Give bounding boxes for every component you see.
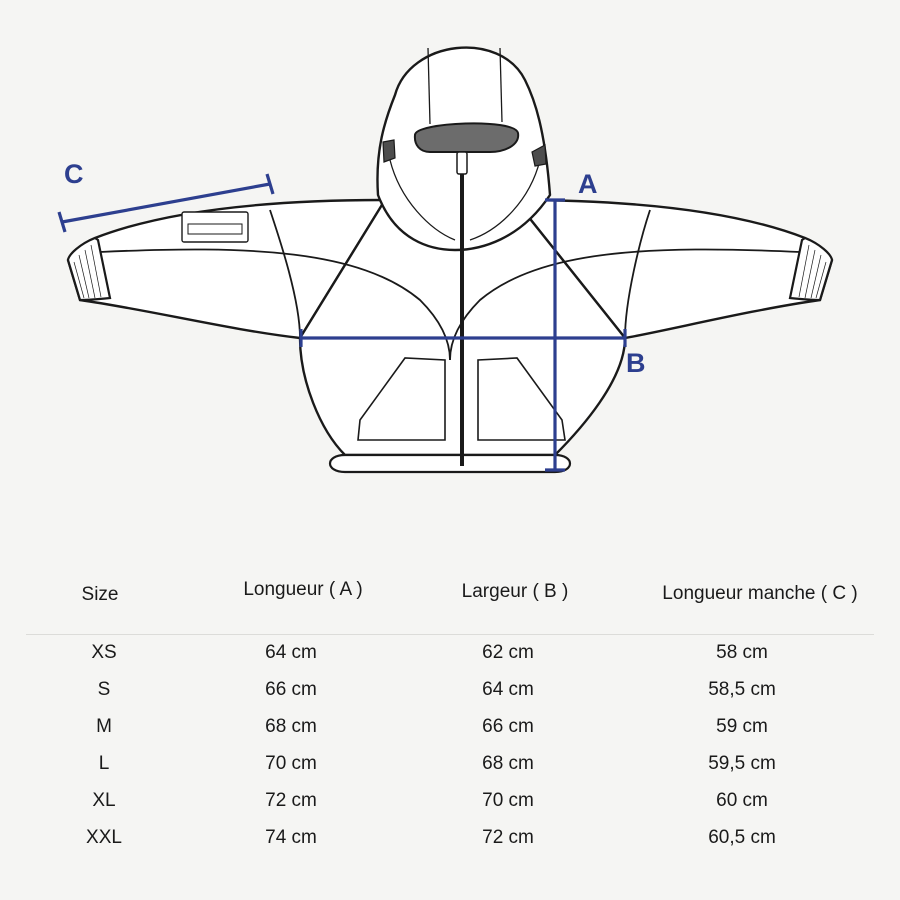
- cell-longueur: 68 cm: [265, 716, 317, 737]
- cell-manche: 59 cm: [716, 716, 768, 737]
- cell-manche: 58,5 cm: [708, 679, 776, 700]
- hem-rib: [328, 453, 572, 474]
- measure-label-a: A: [578, 169, 598, 199]
- jacket-diagram: A B C: [57, 46, 834, 474]
- cell-size: L: [98, 753, 110, 774]
- cell-manche: 59,5 cm: [708, 753, 776, 774]
- cell-size: XXL: [86, 827, 122, 848]
- cell-largeur: 70 cm: [482, 790, 534, 811]
- cell-longueur: 72 cm: [265, 790, 317, 811]
- header-longueur-manche: Longueur manche ( C ): [662, 583, 858, 604]
- cell-manche: 58 cm: [716, 642, 768, 663]
- right-pocket: [477, 357, 566, 441]
- zipper-pull: [456, 151, 468, 175]
- left-pocket: [357, 357, 446, 441]
- cell-largeur: 62 cm: [482, 642, 534, 663]
- cell-largeur: 68 cm: [482, 753, 534, 774]
- cell-size: XL: [92, 790, 116, 811]
- measure-c-line: [61, 182, 271, 224]
- cell-largeur: 66 cm: [482, 716, 534, 737]
- cell-longueur: 64 cm: [265, 642, 317, 663]
- cell-manche: 60,5 cm: [708, 827, 776, 848]
- cell-manche: 60 cm: [716, 790, 768, 811]
- hood-opening: [413, 122, 520, 153]
- cell-longueur: 74 cm: [265, 827, 317, 848]
- cell-largeur: 72 cm: [482, 827, 534, 848]
- table-divider: [26, 634, 874, 635]
- header-size: Size: [81, 584, 119, 605]
- measure-label-b: B: [626, 348, 646, 378]
- header-largeur: Largeur ( B ): [461, 581, 569, 602]
- cell-size: XS: [91, 642, 117, 663]
- cell-largeur: 64 cm: [482, 679, 534, 700]
- cell-longueur: 70 cm: [265, 753, 317, 774]
- cell-size: M: [96, 716, 112, 737]
- measure-label-c: C: [64, 159, 84, 189]
- header-longueur: Longueur ( A ): [243, 579, 363, 600]
- cell-size: S: [97, 679, 111, 700]
- sleeve-patch: [181, 211, 249, 243]
- cell-longueur: 66 cm: [265, 679, 317, 700]
- size-table: Size Longueur ( A ) Largeur ( B ) Longue…: [0, 560, 900, 880]
